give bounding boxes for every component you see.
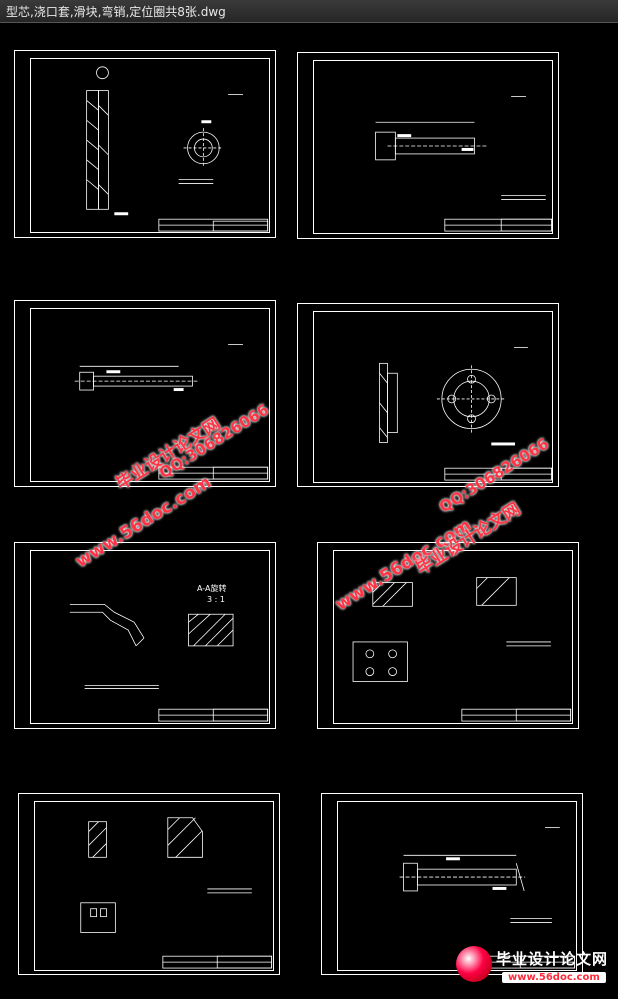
sheet-8-drawing (399, 827, 576, 969)
sheet-inner-border (34, 801, 274, 971)
badge-title: 毕业设计论文网 (496, 950, 609, 968)
sheet-4-drawing (379, 347, 553, 481)
site-badge: 毕业设计论文网 www.56doc.com (452, 942, 616, 996)
sheet-5-drawing (69, 603, 269, 722)
badge-url: www.56doc.com (502, 972, 606, 983)
window-title: 型芯,浇口套,滑块,弯销,定位圈共8张.dwg (6, 5, 226, 19)
sheet-inner-border (30, 58, 270, 233)
drawing-sheet-4[interactable] (297, 303, 559, 487)
sheet-inner-border (30, 308, 270, 482)
sheet-inner-border (333, 550, 573, 724)
drawing-sheet-5[interactable]: A-A旋转 3 : 1 (14, 542, 276, 729)
sheet-6-drawing (352, 577, 572, 722)
sheet-inner-border (313, 60, 553, 234)
sheet-1-drawing (86, 66, 269, 232)
sheet-2-drawing (375, 96, 553, 232)
window-titlebar: 型芯,浇口套,滑块,弯销,定位圈共8张.dwg (0, 0, 618, 23)
drawing-sheet-1[interactable] (14, 50, 276, 238)
drawing-sheet-6[interactable] (317, 542, 579, 729)
drawing-sheet-2[interactable] (297, 52, 559, 239)
sheet-7-drawing (80, 817, 273, 969)
drawing-sheet-7[interactable] (18, 793, 280, 975)
sheet-3-drawing (74, 344, 269, 480)
drawing-canvas[interactable]: A-A旋转 3 : 1 (0, 23, 618, 999)
section-view-label: A-A旋转 (197, 584, 227, 593)
globe-icon (456, 946, 492, 982)
sheet-inner-border (30, 550, 270, 724)
section-scale-label: 3 : 1 (207, 595, 225, 604)
drawing-sheet-3[interactable] (14, 300, 276, 487)
sheet-inner-border (313, 311, 553, 483)
